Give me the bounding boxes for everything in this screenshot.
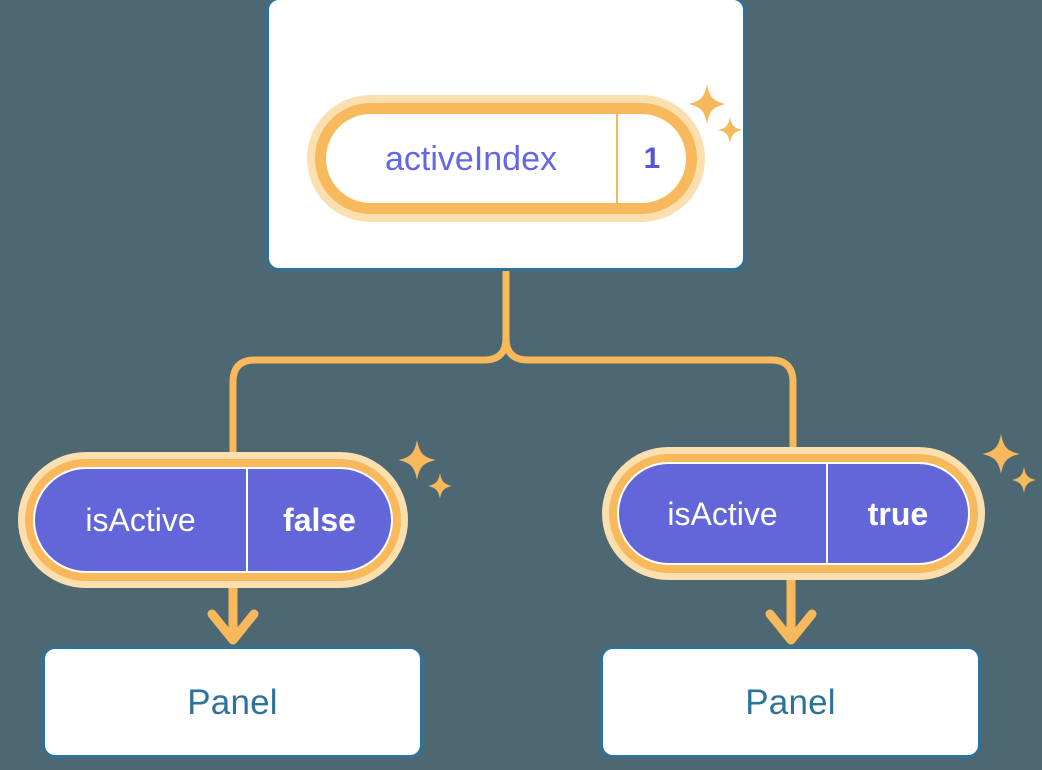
arrow-down-icon-right xyxy=(765,609,817,645)
pill-body: isActive false xyxy=(33,467,393,573)
prop-key-label: isActive xyxy=(619,464,828,563)
panel-title-right: Panel xyxy=(745,682,836,722)
pill-body: isActive true xyxy=(617,462,970,565)
prop-pill-is-active-false[interactable]: isActive false xyxy=(18,452,408,588)
panel-card-left: Panel xyxy=(42,646,423,758)
sparkle-four-point-small-icon xyxy=(1012,467,1036,493)
arrow-down-icon-left xyxy=(207,609,259,645)
branch-connector-right-icon xyxy=(502,334,797,451)
prop-key-label: isActive xyxy=(35,469,248,571)
prop-value-label: true xyxy=(867,495,929,532)
branch-connector-icon xyxy=(229,268,510,456)
prop-pill-is-active-true[interactable]: isActive true xyxy=(602,447,985,580)
state-value-label: 1 xyxy=(643,141,661,175)
sparkle-four-point-small-icon xyxy=(428,473,452,499)
prop-value-label: false xyxy=(283,502,356,538)
sparkle-group-right xyxy=(980,434,1040,504)
panel-card-right: Panel xyxy=(600,646,981,758)
panel-title-left: Panel xyxy=(187,682,278,722)
sparkle-four-point-icon xyxy=(982,434,1020,474)
state-key-label: activeIndex xyxy=(326,114,618,203)
state-pill-active-index[interactable]: activeIndex 1 xyxy=(307,95,705,222)
pill-body: activeIndex 1 xyxy=(326,114,686,203)
